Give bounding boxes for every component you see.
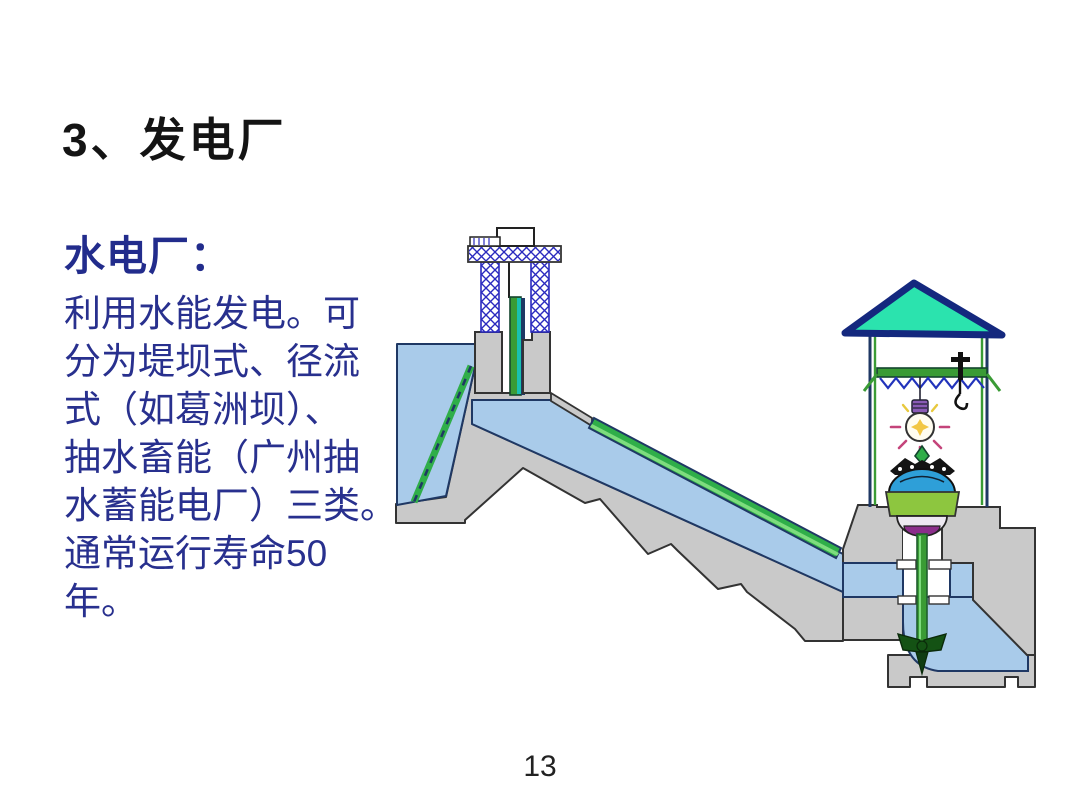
- crane-truss: [879, 376, 985, 390]
- bulb-rays-small: [901, 403, 939, 413]
- reservoir-water: [396, 343, 477, 506]
- gantry-lattice-beam: [467, 245, 562, 263]
- generator-top-frame: [890, 458, 955, 475]
- turbine-shaft: [916, 533, 928, 647]
- page-number: 13: [523, 750, 557, 783]
- gantry-lattice-towers: [480, 261, 550, 333]
- turbine-runner: [896, 632, 948, 677]
- draft-tube-water-left: [842, 562, 904, 598]
- hydropower-diagram-svg: [395, 227, 1036, 688]
- dam-crest-structures: [467, 227, 562, 396]
- headrace-channel-water: [471, 391, 844, 593]
- intro-heading: 水电厂：: [64, 233, 232, 279]
- pit-cover-slabs: [896, 559, 952, 605]
- hoist-machine-box: [469, 236, 501, 247]
- right-foundation: [941, 506, 1036, 656]
- hydropower-diagram: [378, 193, 1062, 712]
- left-pier: [474, 331, 503, 394]
- generator-band: [884, 491, 961, 517]
- intro-body: 利用水能发电。可 分为堤坝式、径流 式（如葛洲坝）、 抽水畜能（广州抽 水蓄能电…: [64, 293, 397, 622]
- intro-text-block: 水电厂： 利用水能发电。可 分为堤坝式、径流 式（如葛洲坝）、 抽水畜能（广州抽…: [64, 222, 412, 626]
- bulb-cap: [911, 399, 929, 414]
- intake-rail: [410, 364, 475, 504]
- penstock-pipe: [587, 416, 843, 560]
- right-pier: [522, 331, 551, 394]
- generator-dome: [887, 468, 957, 494]
- draft-tube-water-right: [949, 562, 974, 602]
- crane-beam: [862, 367, 1002, 392]
- generator-unit: [884, 444, 961, 677]
- crane-hook: [954, 393, 969, 411]
- bulb-glow: [911, 419, 929, 436]
- powerhouse-roof: [841, 279, 1006, 339]
- crane-hoist: [951, 352, 970, 411]
- hoist-frame: [496, 227, 535, 247]
- slide-title: 3、发电厂: [62, 114, 287, 166]
- powerhouse-building: [841, 279, 1006, 507]
